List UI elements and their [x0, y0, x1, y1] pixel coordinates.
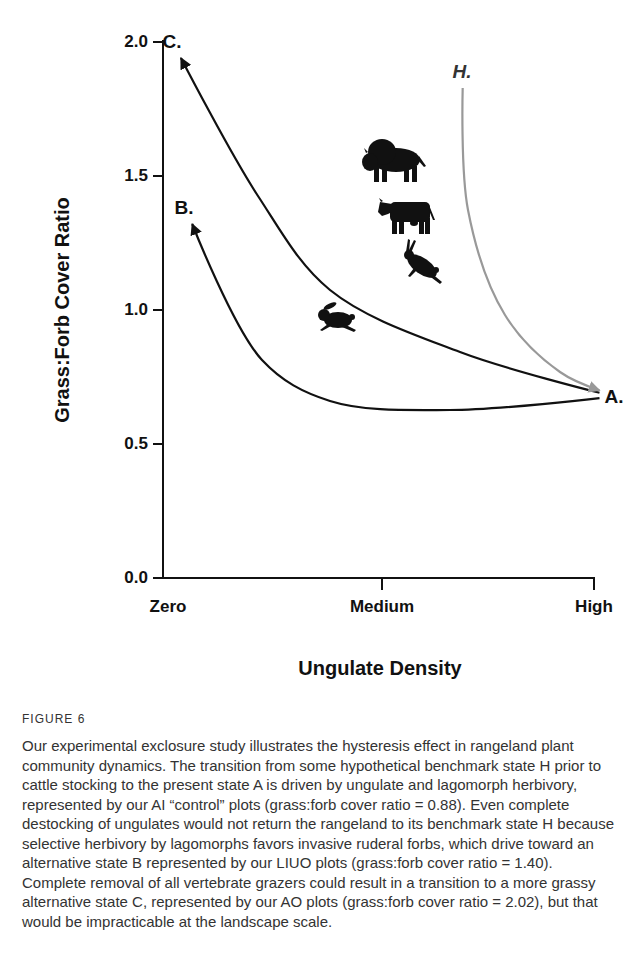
state-label: A. [603, 384, 626, 410]
x-axis [162, 577, 595, 579]
cow-icon [378, 198, 435, 234]
y-tick [153, 41, 163, 43]
y-tick [153, 577, 163, 579]
y-tick [153, 309, 163, 311]
trajectory-arrow [462, 88, 599, 390]
bison-icon [362, 139, 426, 182]
trajectory-arrow [192, 224, 599, 410]
figure-caption: Our experimental exclosure study illustr… [22, 736, 620, 931]
y-tick-label: 1.0 [124, 300, 148, 320]
y-tick [153, 443, 163, 445]
trajectory-arrow [181, 58, 600, 393]
y-tick [153, 175, 163, 177]
y-tick-label: 1.5 [124, 166, 148, 186]
figure-number: FIGURE 6 [22, 712, 85, 726]
x-tick [381, 578, 383, 590]
state-letter: B. [175, 197, 194, 218]
state-letter: H. [453, 61, 472, 82]
y-tick-label: 0.5 [124, 434, 148, 454]
x-tick-label: Medium [350, 597, 414, 617]
jackrabbit-icon [403, 239, 442, 284]
state-label: H. [451, 59, 474, 85]
x-tick-label: High [575, 597, 613, 617]
state-letter: A. [605, 386, 624, 407]
axis-title: Grass:Forb Cover Ratio [51, 197, 74, 423]
x-tick-label: Zero [150, 597, 187, 617]
state-label: C. [161, 29, 184, 55]
y-tick-label: 2.0 [124, 32, 148, 52]
axes [153, 40, 595, 590]
state-label: B. [173, 195, 196, 221]
axis-title: Ungulate Density [298, 657, 461, 680]
x-tick [593, 578, 595, 590]
state-letter: C. [163, 31, 182, 52]
y-tick-label: 0.0 [124, 568, 148, 588]
